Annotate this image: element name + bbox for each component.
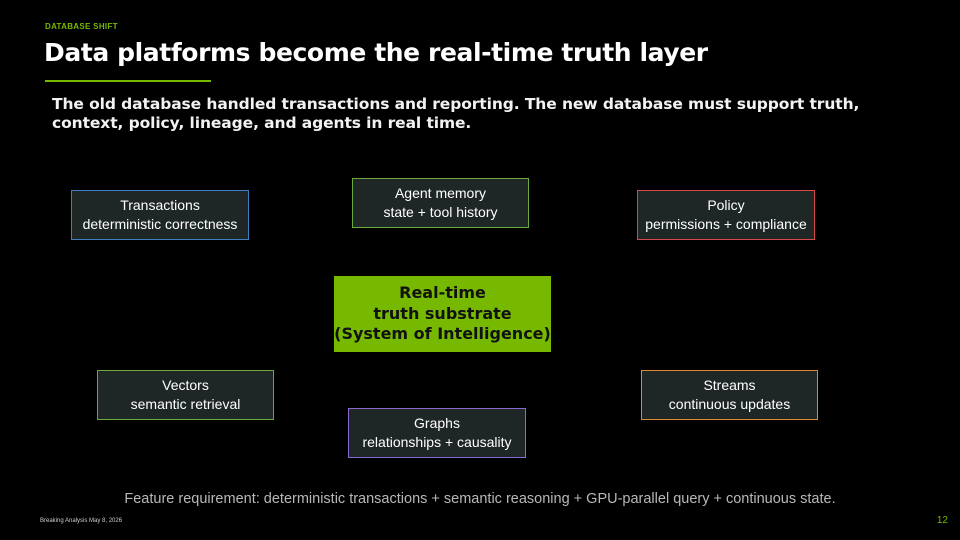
node-title: Vectors [162,377,209,393]
feature-requirement-note: Feature requirement: deterministic trans… [124,491,836,507]
node-title: Agent memory [394,185,487,201]
node-title: Transactions [120,197,200,213]
center-line: (System of Intelligence) [334,324,551,344]
slide-subtitle: The old database handled transactions an… [52,95,860,132]
node-subtitle: permissions + compliance [645,216,807,232]
node-title: Streams [703,377,756,393]
node-streams: Streams continuous updates [641,370,818,420]
page-number: 12 [936,515,948,526]
title-underline [45,80,211,82]
slide-title: Data platforms become the real-time trut… [44,38,708,67]
node-vectors: Vectors semantic retrieval [97,370,274,420]
section-kicker: DATABASE SHIFT [45,22,118,31]
node-policy: Policy permissions + compliance [637,190,815,240]
node-transactions: Transactions deterministic correctness [71,190,249,240]
center-node-truth-substrate: Real-time truth substrate (System of Int… [334,276,551,352]
node-subtitle: relationships + causality [362,434,512,450]
center-line: Real-time [399,283,486,303]
center-line: truth substrate [373,303,512,323]
node-subtitle: state + tool history [383,204,498,220]
node-subtitle: semantic retrieval [130,396,241,412]
node-subtitle: continuous updates [668,396,791,412]
footer-source: Breaking Analysis May 8, 2026 [40,518,123,524]
node-subtitle: deterministic correctness [82,216,238,232]
node-graphs: Graphs relationships + causality [348,408,526,458]
node-title: Graphs [414,415,460,431]
node-title: Policy [707,197,745,213]
node-agent-memory: Agent memory state + tool history [352,178,529,228]
